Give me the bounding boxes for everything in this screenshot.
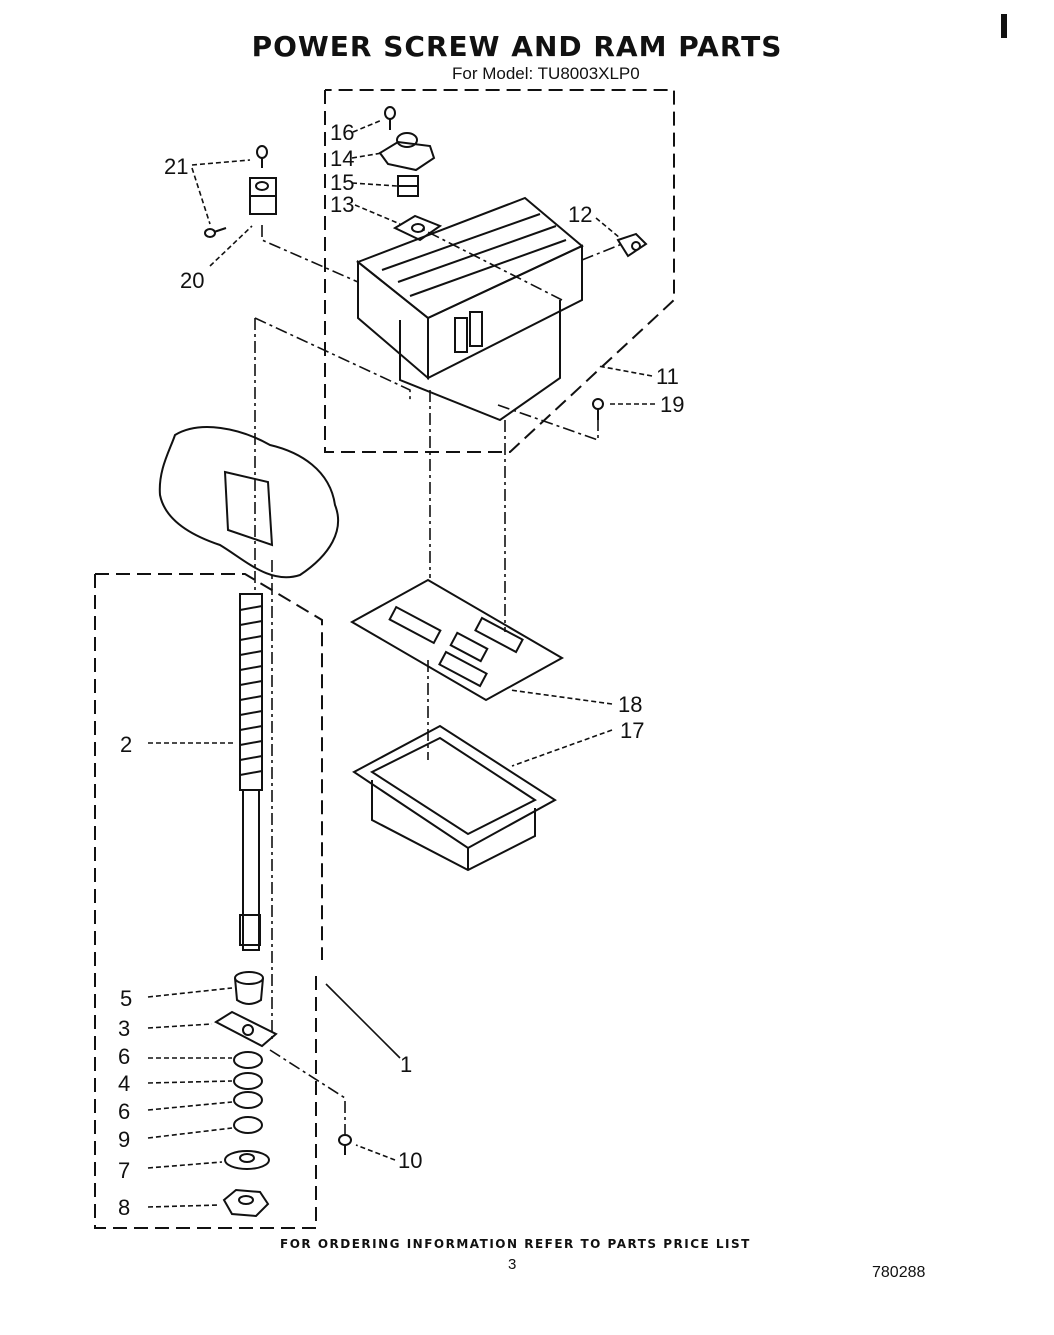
bushing-15 (397, 175, 419, 197)
callout-labels: 1 2 3 4 5 6 6 7 8 9 10 11 12 13 14 15 16… (118, 120, 684, 1220)
assembly-reference-lines (254, 225, 623, 1135)
callout-7: 7 (118, 1158, 130, 1183)
washer-6b (233, 1091, 263, 1109)
callout-18: 18 (618, 692, 642, 717)
gasket-18 (349, 578, 565, 702)
callout-21: 21 (164, 154, 188, 179)
lower-assembly-box-top (95, 573, 323, 960)
mounting-frame (356, 196, 584, 422)
washer-4 (233, 1072, 263, 1090)
callout-2: 2 (120, 732, 132, 757)
power-screw (239, 593, 263, 951)
leader-lines (147, 119, 655, 1208)
callout-9: 9 (118, 1127, 130, 1152)
callout-16: 16 (330, 120, 354, 145)
screw-19 (592, 398, 604, 420)
callout-11: 11 (656, 364, 679, 389)
callout-13: 13 (330, 192, 354, 217)
callout-12: 12 (568, 202, 592, 227)
callout-1: 1 (400, 1052, 412, 1077)
callout-19: 19 (660, 392, 684, 417)
leader-line-1 (325, 983, 401, 1059)
screw-10 (338, 1134, 352, 1155)
callout-10: 10 (398, 1148, 422, 1173)
callout-6b: 6 (118, 1099, 130, 1124)
callout-15: 15 (330, 170, 354, 195)
callout-14: 14 (330, 146, 354, 171)
document-number: 780288 (872, 1264, 926, 1281)
pan-17 (352, 724, 557, 872)
cutaway-slot (223, 470, 274, 547)
cap-14 (378, 132, 436, 172)
ordering-note: FOR ORDERING INFORMATION REFER TO PARTS … (280, 1237, 751, 1251)
bracket-20 (249, 177, 277, 215)
callout-4: 4 (118, 1071, 130, 1096)
screw-21 (204, 145, 268, 238)
bearing-5 (234, 971, 264, 1005)
callout-17: 17 (620, 718, 644, 743)
plate-13 (392, 214, 443, 242)
lower-assembly-box (94, 574, 317, 1229)
callout-6a: 6 (118, 1044, 130, 1069)
callout-8: 8 (118, 1195, 130, 1220)
washer-6a (233, 1051, 263, 1069)
page-title: POWER SCREW AND RAM PARTS (251, 30, 783, 63)
callout-5: 5 (120, 986, 132, 1011)
model-subtitle: For Model: TU8003XLP0 (452, 64, 640, 83)
callout-20: 20 (180, 268, 204, 293)
nut-8 (222, 1188, 270, 1218)
plate-3 (213, 1010, 278, 1048)
page-number: 3 (508, 1256, 517, 1273)
gear-7 (224, 1150, 270, 1170)
washer-9 (233, 1116, 263, 1134)
cabinet-cutaway (158, 426, 340, 579)
binding-mark (1001, 14, 1007, 38)
upper-assembly-box (324, 89, 675, 453)
clip-12 (616, 232, 648, 258)
callout-3: 3 (118, 1016, 130, 1041)
screw-16 (384, 106, 396, 130)
